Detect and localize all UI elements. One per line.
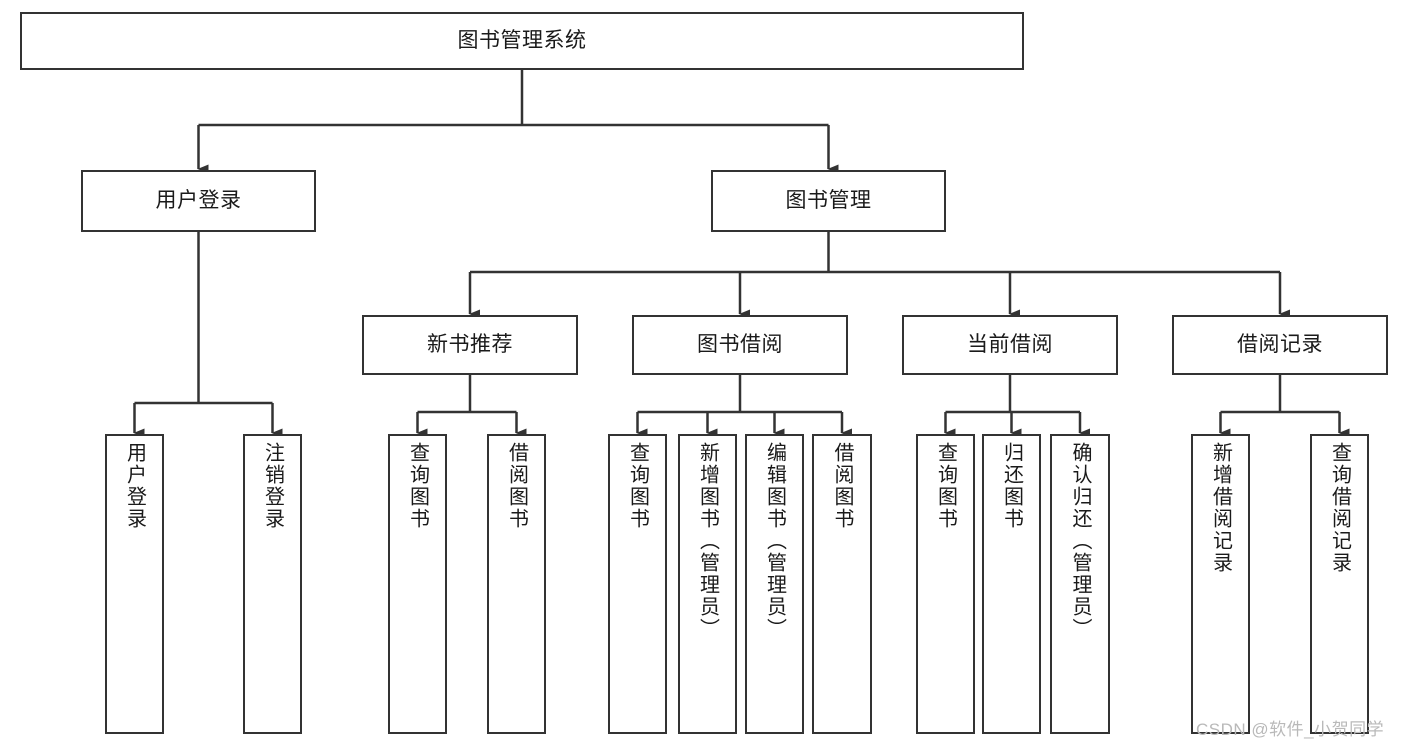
node-label: 新增图书（管理员） (696, 442, 719, 640)
node-label: 编辑图书（管理员） (763, 442, 786, 640)
node-leaf10[interactable]: 归还图书 (982, 434, 1041, 734)
node-leaf3[interactable]: 查询图书 (388, 434, 447, 734)
node-leaf4[interactable]: 借阅图书 (487, 434, 546, 734)
node-label: 用户登录 (155, 188, 242, 212)
node-newbook[interactable]: 新书推荐 (362, 315, 578, 375)
node-leaf12[interactable]: 新增借阅记录 (1191, 434, 1250, 734)
node-leaf7[interactable]: 编辑图书（管理员） (745, 434, 804, 734)
node-records[interactable]: 借阅记录 (1172, 315, 1388, 375)
edge-group (133, 70, 1350, 438)
node-leaf5[interactable]: 查询图书 (608, 434, 667, 734)
node-borrow[interactable]: 图书借阅 (632, 315, 848, 375)
node-label: 当前借阅 (967, 332, 1053, 356)
node-label: 确认归还（管理员） (1069, 442, 1091, 640)
node-leaf13[interactable]: 查询借阅记录 (1310, 434, 1369, 734)
node-label: 新增借阅记录 (1209, 442, 1232, 574)
node-leaf11[interactable]: 确认归还（管理员） (1050, 434, 1110, 734)
node-label: 注销登录 (261, 442, 284, 530)
node-label: 归还图书 (1000, 442, 1023, 530)
node-current[interactable]: 当前借阅 (902, 315, 1118, 375)
node-label: 新书推荐 (427, 332, 513, 356)
node-label: 查询图书 (934, 442, 957, 530)
node-leaf2[interactable]: 注销登录 (243, 434, 302, 734)
node-leaf1[interactable]: 用户登录 (105, 434, 164, 734)
node-label: 查询图书 (626, 442, 649, 530)
node-label: 用户登录 (123, 442, 146, 530)
node-leaf6[interactable]: 新增图书（管理员） (678, 434, 737, 734)
node-label: 图书管理 (785, 188, 872, 212)
node-bookmgmt[interactable]: 图书管理 (711, 170, 946, 232)
node-leaf9[interactable]: 查询图书 (916, 434, 975, 734)
node-label: 图书借阅 (697, 332, 783, 356)
node-leaf8[interactable]: 借阅图书 (812, 434, 872, 734)
node-label: 借阅记录 (1237, 332, 1323, 356)
node-label: 借阅图书 (831, 442, 853, 530)
node-label: 借阅图书 (505, 442, 528, 530)
node-label: 查询借阅记录 (1328, 442, 1351, 574)
node-label: 查询图书 (406, 442, 429, 530)
node-label: 图书管理系统 (457, 28, 587, 52)
node-login[interactable]: 用户登录 (81, 170, 316, 232)
watermark-text: CSDN @软件_小贺同学 (1196, 720, 1385, 739)
node-root[interactable]: 图书管理系统 (20, 12, 1024, 70)
